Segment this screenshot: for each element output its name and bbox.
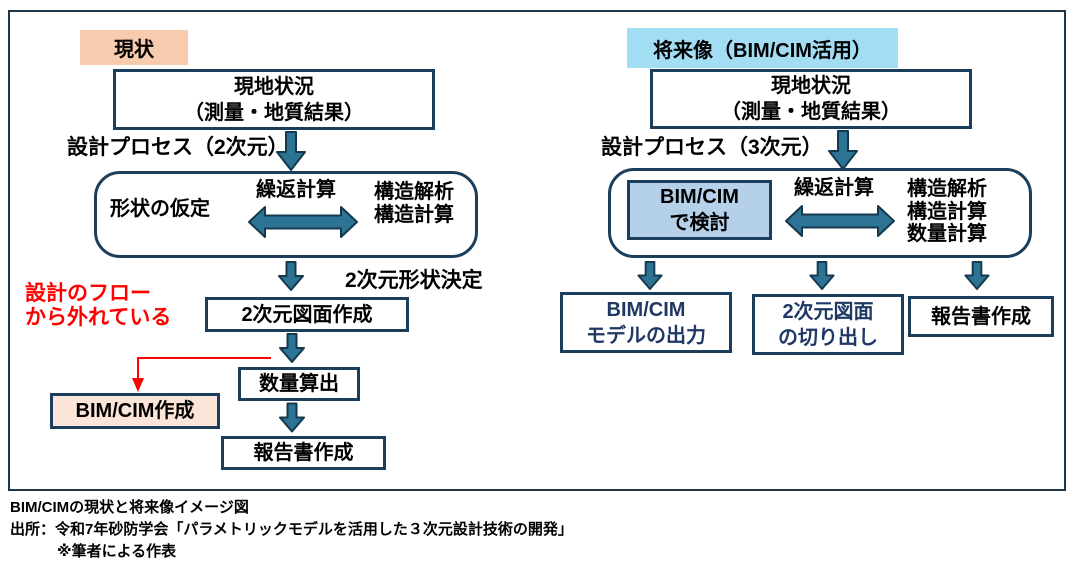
future-loop-iterate: 繰返計算 <box>794 177 874 199</box>
future-site-box: 現地状況 （測量・地質結果） <box>650 69 972 129</box>
future-process-label: 設計プロセス（3次元） <box>601 136 823 159</box>
red-connector-arrow <box>132 357 271 392</box>
future-site-box-text: 現地状況 （測量・地質結果） <box>721 75 901 123</box>
down-arrow-icon <box>279 333 305 363</box>
future-vision-label-text: 将来像（BIM/CIM活用） <box>653 39 872 62</box>
current-drawing-box-text: 2次元図面作成 <box>241 303 373 326</box>
caption-title: BIM/CIMの現状と将来像イメージ図 <box>10 499 249 516</box>
caption-source: 出所：令和7年砂防学会「パラメトリックモデルを活用した３次元設計技術の開発」 <box>10 521 573 538</box>
current-state-label: 現状 <box>80 30 188 65</box>
current-loop-assume: 形状の仮定 <box>110 198 210 220</box>
future-drawing-extract-text: 2次元図面 の切り出し <box>778 300 878 349</box>
current-quantity-box-text: 数量算出 <box>259 373 339 395</box>
future-report-box-text: 報告書作成 <box>931 305 1031 328</box>
current-site-box-text: 現地状況 （測量・地質結果） <box>184 75 364 124</box>
down-arrow-icon <box>828 130 858 170</box>
double-arrow-icon <box>248 206 358 238</box>
current-shape-decided-label: 2次元形状決定 <box>345 269 483 292</box>
current-loop-container <box>94 171 478 258</box>
future-bimcim-review-text: BIM/CIM で検討 <box>660 186 739 234</box>
future-report-box: 報告書作成 <box>908 296 1054 337</box>
off-flow-note: 設計のフロー から外れている <box>25 282 172 329</box>
future-model-output-box: BIM/CIM モデルの出力 <box>560 292 732 353</box>
current-quantity-box: 数量算出 <box>238 367 360 401</box>
future-bimcim-review-box: BIM/CIM で検討 <box>627 180 772 240</box>
current-site-box: 現地状況 （測量・地質結果） <box>113 69 435 130</box>
current-bimcim-box: BIM/CIM作成 <box>50 393 220 429</box>
current-drawing-box: 2次元図面作成 <box>205 297 409 332</box>
future-loop-analysis: 構造解析 構造計算 数量計算 <box>907 178 987 246</box>
caption-author-note: ※筆者による作表 <box>57 543 177 560</box>
current-report-box: 報告書作成 <box>221 436 386 470</box>
down-arrow-icon <box>809 261 835 290</box>
down-arrow-icon <box>964 261 990 290</box>
down-arrow-icon <box>276 131 306 171</box>
double-arrow-icon <box>785 205 895 237</box>
down-arrow-icon <box>278 261 304 291</box>
current-process-label: 設計プロセス（2次元） <box>67 136 289 159</box>
current-loop-analysis: 構造解析 構造計算 <box>374 181 454 226</box>
future-vision-label: 将来像（BIM/CIM活用） <box>627 28 898 68</box>
diagram-frame <box>8 10 1066 491</box>
future-drawing-extract-box: 2次元図面 の切り出し <box>752 294 904 355</box>
current-loop-iterate: 繰返計算 <box>256 179 336 201</box>
down-arrow-icon <box>637 261 663 290</box>
down-arrow-icon <box>279 402 305 433</box>
current-report-box-text: 報告書作成 <box>253 442 354 464</box>
current-bimcim-box-text: BIM/CIM作成 <box>75 400 195 422</box>
future-model-output-text: BIM/CIM モデルの出力 <box>586 298 706 347</box>
current-state-label-text: 現状 <box>114 39 154 61</box>
